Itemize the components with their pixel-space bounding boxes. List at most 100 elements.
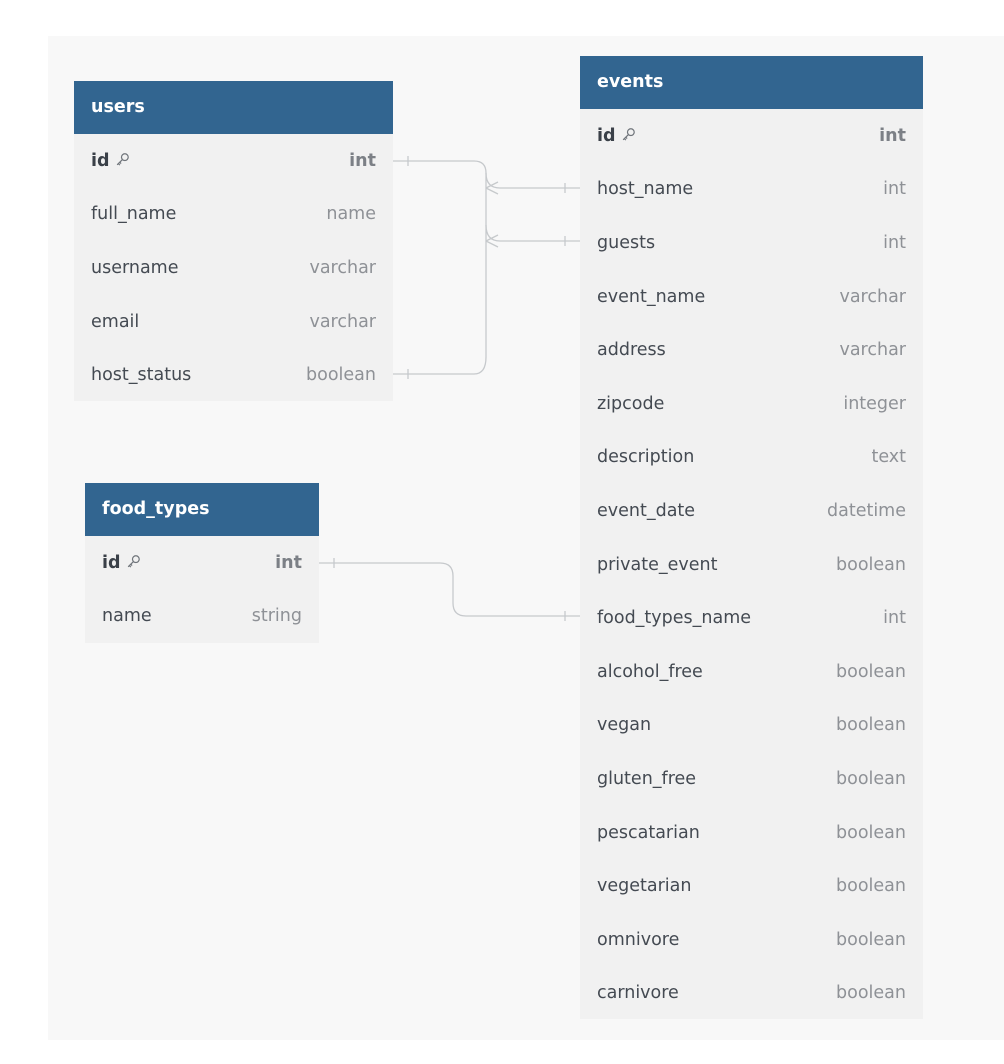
column-name-text: alcohol_free: [597, 661, 703, 682]
table-header-users[interactable]: users: [74, 81, 393, 134]
table-header-food-types[interactable]: food_types: [85, 483, 319, 536]
column-name: email: [91, 312, 139, 332]
column-name-text: guests: [597, 232, 656, 253]
column-type: string: [251, 606, 302, 627]
column-row-alcohol-free[interactable]: alcohol_free boolean: [580, 645, 923, 699]
column-row-id[interactable]: id int: [74, 134, 393, 188]
column-row-event-name[interactable]: event_name varchar: [580, 270, 923, 324]
column-name: full_name: [91, 204, 176, 224]
column-name: alcohol_free: [597, 662, 703, 682]
column-row-host-name[interactable]: host_name int: [580, 163, 923, 217]
column-name-text: food_types_name: [597, 608, 752, 629]
column-name: pescatarian: [597, 823, 700, 843]
column-type: int: [883, 179, 906, 200]
column-name-text: email: [91, 311, 140, 332]
column-type: boolean: [836, 929, 906, 950]
column-name-text: private_event: [597, 554, 718, 575]
column-row-id[interactable]: id int: [580, 109, 923, 163]
table-header-events[interactable]: events: [580, 56, 923, 109]
column-name: event_name: [597, 287, 705, 307]
column-name: carnivore: [597, 983, 679, 1003]
column-name: vegan: [597, 715, 651, 735]
column-row-zipcode[interactable]: zipcode integer: [580, 377, 923, 431]
column-row-omnivore[interactable]: omnivore boolean: [580, 913, 923, 967]
column-type: boolean: [836, 715, 906, 736]
column-name-text: zipcode: [597, 393, 665, 414]
column-name: gluten_free: [597, 769, 696, 789]
column-row-email[interactable]: email varchar: [74, 295, 393, 349]
column-name: id: [102, 553, 141, 573]
column-row-address[interactable]: address varchar: [580, 323, 923, 377]
column-row-name[interactable]: name string: [85, 590, 319, 644]
column-type: boolean: [836, 983, 906, 1004]
column-type: varchar: [309, 311, 376, 332]
column-name: id: [597, 126, 636, 146]
column-name-text: id: [597, 125, 616, 146]
column-type: boolean: [836, 554, 906, 575]
column-name-text: vegetarian: [597, 876, 692, 897]
column-row-vegan[interactable]: vegan boolean: [580, 699, 923, 753]
column-type: varchar: [839, 340, 906, 361]
column-type: int: [349, 150, 376, 171]
column-name-text: event_name: [597, 286, 706, 307]
column-type: int: [879, 125, 906, 146]
key-icon: [126, 554, 141, 569]
column-name: host_name: [597, 179, 693, 199]
column-name: event_date: [597, 501, 695, 521]
column-name: address: [597, 340, 666, 360]
column-row-full-name[interactable]: full_name name: [74, 188, 393, 242]
column-name: username: [91, 258, 179, 278]
column-name-text: pescatarian: [597, 822, 700, 843]
column-row-private-event[interactable]: private_event boolean: [580, 538, 923, 592]
key-icon: [621, 127, 636, 142]
column-type: boolean: [836, 876, 906, 897]
column-type: boolean: [836, 822, 906, 843]
column-name-text: host_status: [91, 365, 192, 386]
column-row-username[interactable]: username varchar: [74, 241, 393, 295]
column-row-description[interactable]: description text: [580, 431, 923, 485]
column-name: private_event: [597, 555, 717, 575]
column-name: name: [102, 606, 152, 626]
column-name-text: id: [91, 150, 110, 171]
column-name-text: full_name: [91, 204, 177, 225]
column-row-host-status[interactable]: host_status boolean: [74, 348, 393, 402]
table-food-types[interactable]: food_types id int name string: [85, 483, 319, 643]
column-type: varchar: [839, 286, 906, 307]
column-name-text: id: [102, 552, 121, 573]
column-name: zipcode: [597, 394, 664, 414]
column-row-guests[interactable]: guests int: [580, 216, 923, 270]
column-type: varchar: [309, 257, 376, 278]
column-name-text: address: [597, 340, 666, 361]
column-name: description: [597, 447, 694, 467]
key-icon: [115, 152, 130, 167]
column-type: boolean: [306, 365, 376, 386]
column-name: omnivore: [597, 930, 679, 950]
column-name-text: vegan: [597, 715, 652, 736]
column-type: name: [326, 204, 376, 225]
column-type: int: [275, 552, 302, 573]
column-row-vegetarian[interactable]: vegetarian boolean: [580, 859, 923, 913]
column-type: integer: [843, 393, 906, 414]
column-name: vegetarian: [597, 876, 691, 896]
column-row-id[interactable]: id int: [85, 536, 319, 590]
column-type: int: [883, 608, 906, 629]
column-type: text: [871, 447, 906, 468]
column-name: guests: [597, 233, 655, 253]
column-name-text: host_name: [597, 179, 694, 200]
column-type: boolean: [836, 661, 906, 682]
column-name-text: username: [91, 257, 179, 278]
column-type: int: [883, 232, 906, 253]
column-row-pescatarian[interactable]: pescatarian boolean: [580, 806, 923, 860]
column-row-food-types-name[interactable]: food_types_name int: [580, 591, 923, 645]
column-name-text: gluten_free: [597, 768, 697, 789]
column-name-text: omnivore: [597, 929, 680, 950]
column-row-event-date[interactable]: event_date datetime: [580, 484, 923, 538]
column-name-text: event_date: [597, 500, 696, 521]
column-name-text: description: [597, 447, 695, 468]
column-type: datetime: [827, 500, 906, 521]
column-row-carnivore[interactable]: carnivore boolean: [580, 967, 923, 1021]
column-name: host_status: [91, 365, 191, 385]
